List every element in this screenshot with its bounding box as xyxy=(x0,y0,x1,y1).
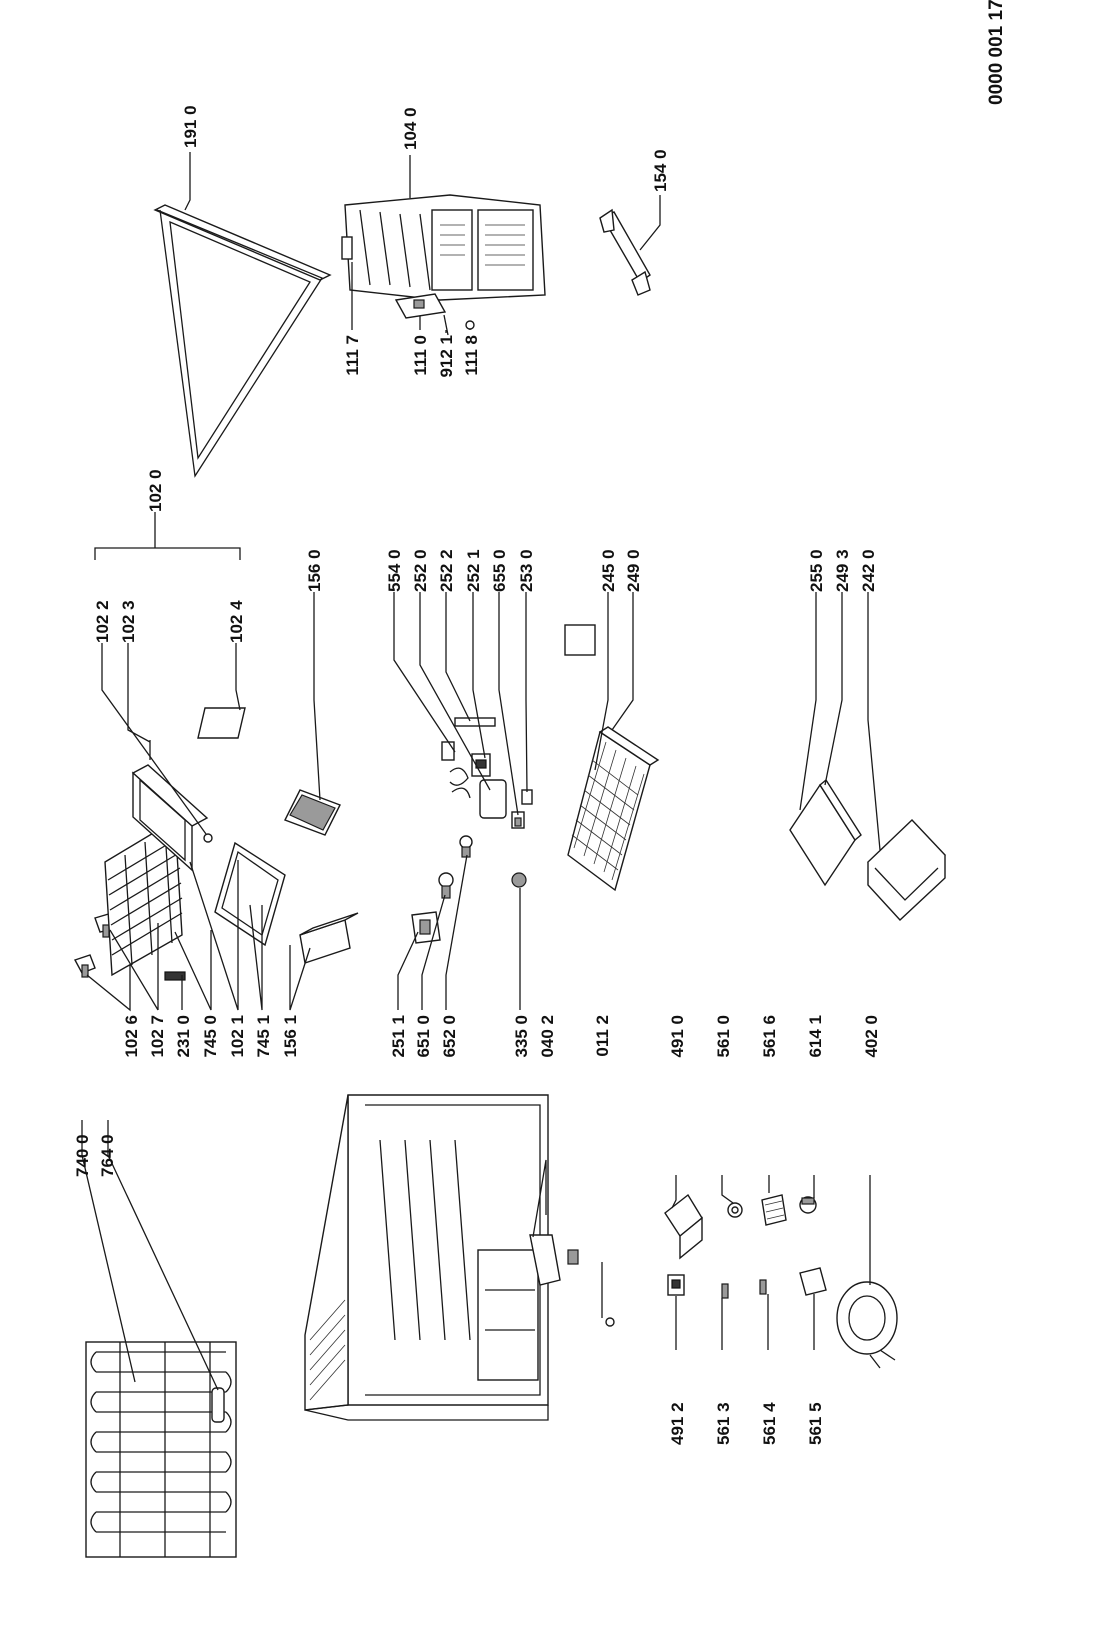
label-491-2: 491 2 xyxy=(668,1402,687,1445)
part-561-6 xyxy=(761,1194,787,1226)
refrigerator-cabinet xyxy=(304,1094,549,1421)
label-154-0: 154 0 xyxy=(651,149,670,192)
label-253-0: 253 0 xyxy=(517,549,536,592)
label-561-4: 561 4 xyxy=(760,1402,779,1445)
label-242-0: 242 0 xyxy=(859,549,878,592)
label-255-0: 255 0 xyxy=(807,549,826,592)
ice-tray-156-0 xyxy=(284,789,341,836)
knob-652-0 xyxy=(459,835,473,858)
label-561-3: 561 3 xyxy=(714,1402,733,1445)
part-491-2 xyxy=(667,1274,685,1296)
label-252-2: 252 2 xyxy=(437,549,456,592)
label-156-1: 156 1 xyxy=(281,1015,300,1058)
drier-filter-764-0 xyxy=(211,1387,225,1423)
glass-255-0 xyxy=(789,783,856,887)
part-561-3 xyxy=(721,1283,729,1299)
label-111-0: 111 0 xyxy=(411,335,430,376)
label-335-0: 335 0 xyxy=(512,1015,531,1058)
part-561-4 xyxy=(759,1279,767,1295)
label-102-0: 102 0 xyxy=(146,469,165,512)
label-102-6: 102 6 xyxy=(122,1015,141,1058)
label-249-3: 249 3 xyxy=(833,549,852,592)
handle-154-0 xyxy=(599,208,651,296)
part-561-0 xyxy=(727,1202,743,1218)
tray-745-1 xyxy=(214,841,286,947)
label-740-0: 740 0 xyxy=(73,1134,92,1177)
label-102-4: 102 4 xyxy=(227,600,246,643)
label-402-0: 402 0 xyxy=(862,1015,881,1058)
thermostat-554-0 xyxy=(441,741,507,819)
hinge-040-2 xyxy=(529,1234,579,1286)
square-outline xyxy=(564,624,596,656)
part-252-1 xyxy=(471,753,491,777)
screw-912-1 xyxy=(443,314,449,336)
label-764-0: 764 0 xyxy=(98,1134,117,1177)
document-number: 0000 001 17074 xyxy=(986,0,1007,105)
label-561-6: 561 6 xyxy=(760,1015,779,1058)
label-554-0: 554 0 xyxy=(385,549,404,592)
label-561-5: 561 5 xyxy=(806,1402,825,1445)
label-102-1: 102 1 xyxy=(228,1015,247,1058)
label-231-0: 231 0 xyxy=(174,1015,193,1058)
label-249-0: 249 0 xyxy=(624,549,643,592)
part-111-8 xyxy=(465,320,475,330)
box-156-1 xyxy=(299,912,359,964)
label-652-0: 652 0 xyxy=(440,1015,459,1058)
strip-111-7 xyxy=(341,236,353,260)
part-252-2 xyxy=(454,717,496,727)
screw-102-2 xyxy=(203,833,213,843)
label-251-1: 251 1 xyxy=(389,1015,408,1058)
label-912-1: 912 1 xyxy=(437,335,456,378)
knob-651-0 xyxy=(438,872,454,899)
label-614-1: 614 1 xyxy=(806,1015,825,1058)
label-745-0: 745 0 xyxy=(201,1015,220,1058)
door-104-0 xyxy=(344,194,546,301)
part-231-0 xyxy=(164,971,186,981)
part-labels: 740 0 764 0 102 6 102 7 231 0 745 0 102 … xyxy=(73,0,1007,1445)
label-111-8: 111 8 xyxy=(462,335,481,376)
label-111-7: 111 7 xyxy=(343,335,362,376)
part-561-5 xyxy=(799,1267,827,1296)
cover-491-0 xyxy=(664,1193,703,1260)
part-614-1 xyxy=(799,1196,817,1214)
label-561-0: 561 0 xyxy=(714,1015,733,1058)
label-102-7: 102 7 xyxy=(148,1015,167,1058)
label-745-1: 745 1 xyxy=(254,1015,273,1058)
label-104-0: 104 0 xyxy=(401,107,420,150)
plug-011-2 xyxy=(605,1317,615,1327)
part-102-6 xyxy=(73,954,96,978)
condenser-740-0 xyxy=(85,1341,237,1558)
trim-249-0 xyxy=(598,726,660,766)
compressor-402-0 xyxy=(836,1281,898,1369)
leader-lines xyxy=(81,152,881,1391)
flap-102-4 xyxy=(197,707,246,739)
label-011-2: 011 2 xyxy=(593,1015,612,1057)
part-253-0 xyxy=(521,789,533,805)
gasket-191-0 xyxy=(153,204,332,478)
label-252-0: 252 0 xyxy=(411,549,430,592)
label-252-1: 252 1 xyxy=(464,549,483,592)
label-156-0: 156 0 xyxy=(305,549,324,592)
hinge-111-0 xyxy=(394,293,447,319)
trim-249-3 xyxy=(819,778,862,842)
label-102-2: 102 2 xyxy=(93,600,112,643)
label-651-0: 651 0 xyxy=(414,1015,433,1058)
label-191-0: 191 0 xyxy=(181,105,200,148)
label-040-2: 040 2 xyxy=(538,1015,557,1058)
label-245-0: 245 0 xyxy=(599,549,618,592)
label-491-0: 491 0 xyxy=(668,1015,687,1058)
label-655-0: 655 0 xyxy=(490,549,509,592)
crisper-242-0 xyxy=(867,819,946,921)
label-102-3: 102 3 xyxy=(119,600,138,643)
knob-335-0 xyxy=(511,872,527,888)
